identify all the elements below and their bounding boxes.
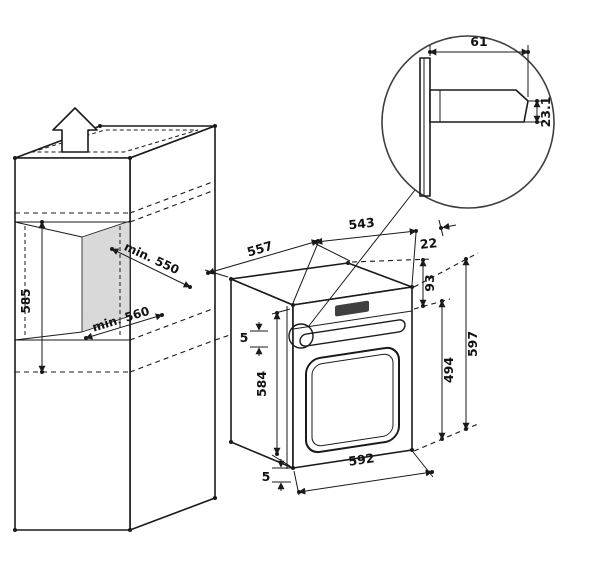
oven-door-details: [293, 300, 412, 454]
junction-dots: [13, 50, 539, 532]
detail-magnifier-circle: [381, 35, 555, 209]
dim-label-door-height: 494: [441, 357, 456, 383]
dim-label-top-depth: 557: [245, 238, 274, 260]
dim-label-bracket-depth: 61: [470, 34, 487, 49]
dim-label-trim-overhang: 22: [419, 235, 438, 252]
detail-leader-line: [307, 189, 416, 328]
dim-label-panel-height: 93: [422, 274, 437, 291]
detail-view: 61 23.1: [381, 34, 555, 209]
door-handle: [299, 319, 406, 347]
control-display: [335, 300, 369, 317]
door-window-inner: [311, 353, 394, 447]
dim-label-top-width: 543: [348, 215, 376, 233]
door-window-outer: [305, 346, 400, 454]
detail-side-wall: [419, 57, 431, 197]
dim-label-side-clearance: 5: [240, 330, 249, 345]
dim-label-overall-width: 592: [347, 450, 375, 469]
dim-label-bracket-height: 23.1: [538, 97, 553, 128]
oven-dimensions: 557 543 22 93 494 597 584 5: [204, 215, 480, 496]
cabinet-side-face: [129, 125, 216, 531]
cabinet-drawing: 585 min. 550 min. 560: [14, 107, 234, 531]
cabinet-front-face: [14, 157, 131, 531]
dim-label-bottom-clearance: 5: [262, 469, 271, 484]
dim-label-overall-height: 597: [465, 331, 480, 357]
detail-bracket: [429, 89, 529, 123]
arrow-up-icon: [52, 107, 98, 153]
detail-callout-circle: [288, 323, 314, 349]
dim-label-niche-height: 585: [19, 288, 33, 313]
dim-label-body-height: 584: [254, 371, 269, 397]
